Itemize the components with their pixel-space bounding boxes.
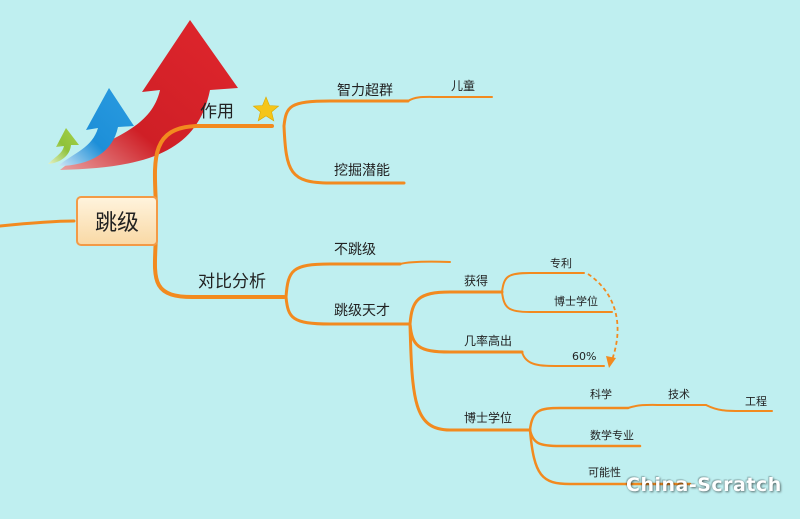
node-genius[interactable]: 智力超群	[337, 83, 393, 99]
node-engineering[interactable]: 工程	[745, 395, 767, 408]
line-root-effect	[152, 124, 274, 208]
line-gain-phd	[501, 291, 613, 313]
line-probability-value	[521, 351, 605, 367]
node-tech[interactable]: 技术	[668, 388, 690, 401]
line-root-analysis	[152, 234, 286, 300]
watermark: China-Scratch	[626, 474, 782, 496]
line-tech-engineering	[705, 404, 773, 412]
root-node[interactable]: 跳级	[76, 196, 158, 246]
relationship-arrow	[587, 273, 619, 368]
line-prodigy-phd	[408, 322, 532, 432]
green-arrow-icon	[48, 128, 79, 164]
line-prodigy-gain	[408, 290, 504, 326]
line-analysis-noskip	[284, 262, 402, 299]
line-noskip-tail	[399, 260, 451, 265]
incoming-line	[0, 219, 76, 228]
node-probability-value[interactable]: 60%	[572, 350, 597, 363]
node-child[interactable]: 儿童	[451, 79, 476, 93]
line-effect-genius	[282, 99, 410, 128]
node-potential[interactable]: 挖掘潜能	[334, 163, 390, 179]
branch-analysis-label[interactable]: 对比分析	[198, 272, 266, 292]
node-possibility[interactable]: 可能性	[588, 466, 621, 479]
line-gain-patent	[501, 272, 585, 293]
node-probability[interactable]: 几率高出	[464, 334, 513, 348]
branch-lines	[0, 95, 773, 486]
node-gain-phd[interactable]: 博士学位	[554, 295, 598, 308]
branch-effect-label[interactable]: 作用	[200, 102, 234, 122]
node-phd[interactable]: 博士学位	[464, 411, 513, 425]
blue-arrow-icon	[58, 88, 134, 166]
line-effect-potential	[282, 124, 406, 185]
node-math[interactable]: 数学专业	[590, 429, 634, 442]
node-science[interactable]: 科学	[590, 388, 612, 401]
node-patent[interactable]: 专利	[550, 257, 572, 270]
line-genius-child	[407, 95, 493, 102]
line-phd-possibility	[528, 428, 692, 486]
growth-arrows-icon	[48, 20, 238, 170]
red-arrow-icon	[60, 20, 238, 170]
line-analysis-prodigy	[284, 295, 412, 326]
node-prodigy[interactable]: 跳级天才	[334, 303, 390, 319]
line-phd-science	[528, 406, 630, 432]
node-no-skip[interactable]: 不跳级	[334, 242, 376, 258]
node-gain[interactable]: 获得	[464, 274, 489, 288]
star-icon	[252, 96, 280, 122]
line-science-tech	[627, 403, 707, 409]
